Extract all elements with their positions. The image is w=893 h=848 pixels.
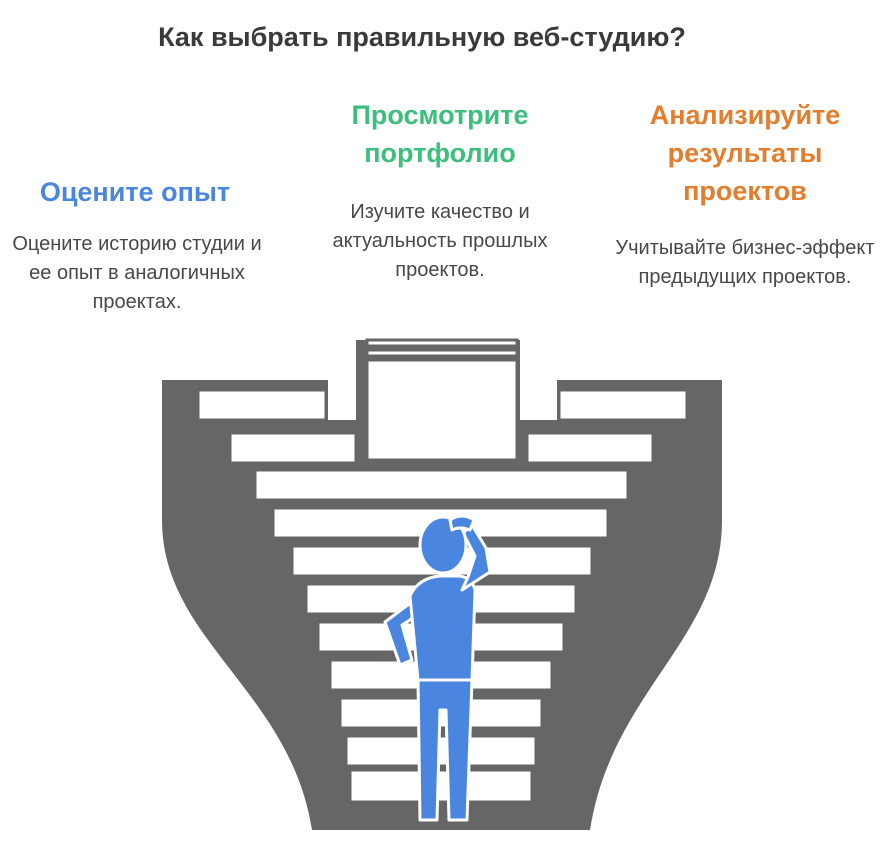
page-title: Как выбрать правильную веб-студию? — [158, 22, 686, 52]
step-heading-experience: Оцените опыт — [39, 177, 231, 207]
person-hand — [448, 514, 476, 532]
stair-step — [365, 348, 519, 358]
stair-step — [365, 338, 519, 348]
stair-step — [365, 358, 519, 462]
step-description-experience: Оцените историю студии и ее опыт в анало… — [12, 233, 262, 313]
stair-step — [348, 768, 534, 804]
step-description-results: Учитывайте бизнес-эффект предыдущих прое… — [615, 237, 875, 288]
stair-step — [253, 468, 630, 502]
person-legs — [416, 678, 474, 822]
step-heading-results: Анализируйте результаты проектов — [649, 100, 841, 206]
person-figure — [383, 514, 492, 822]
stair-step — [525, 431, 655, 465]
stair-step — [557, 388, 689, 422]
stair-step — [344, 734, 538, 768]
step-heading-portfolio: Просмотрите портфолио — [351, 100, 529, 168]
step-description-portfolio: Изучите качество и актуальность прошлых … — [332, 201, 548, 281]
person-head — [418, 515, 468, 575]
person-body — [408, 574, 477, 682]
stair-step — [228, 431, 358, 465]
stair-step — [196, 388, 328, 422]
